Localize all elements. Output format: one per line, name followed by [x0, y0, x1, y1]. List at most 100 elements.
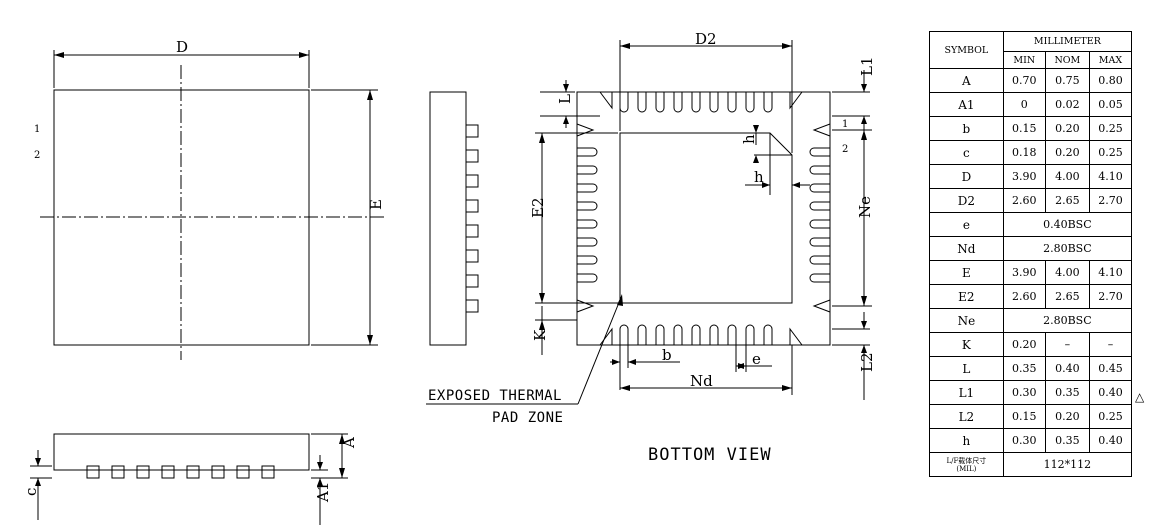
side-view-leads — [465, 124, 479, 313]
spec-value-max: 0.25 — [1088, 404, 1133, 429]
spec-value-max: 2.70 — [1088, 188, 1133, 213]
spec-value-min: 2.60 — [1002, 284, 1046, 309]
spec-value-max: – — [1088, 332, 1133, 357]
bottom-dim-d2-label: D2 — [695, 30, 717, 48]
spec-value-nom: 4.00 — [1044, 164, 1090, 189]
spec-lf-label-line2: (MIL) — [956, 464, 977, 473]
revision-mark: △ — [1135, 390, 1145, 404]
spec-value-min: 0.15 — [1002, 116, 1046, 141]
spec-header-row: SYMBOL MILLIMETER — [929, 31, 1133, 69]
spec-symbol: b — [929, 116, 1004, 141]
spec-value-nom: 0.35 — [1044, 428, 1090, 453]
spec-lf-value: 112*112 — [1002, 452, 1133, 477]
bottom-dim-k-label: K — [531, 329, 549, 341]
spec-value-nom: 2.65 — [1044, 284, 1090, 309]
spec-value-max: 0.40 — [1088, 428, 1133, 453]
side-view-horizontal — [30, 433, 348, 525]
spec-value-min: 0.30 — [1002, 428, 1046, 453]
bottom-bottom-leads — [599, 324, 803, 346]
spec-value-max: 0.80 — [1088, 68, 1133, 93]
spec-symbol: D — [929, 164, 1004, 189]
spec-value-nom: – — [1044, 332, 1090, 357]
spec-symbol: L2 — [929, 404, 1004, 429]
spec-value-nom: 0.20 — [1044, 140, 1090, 165]
bottom-right-leads — [809, 123, 831, 313]
spec-value-nom: 0.75 — [1044, 68, 1090, 93]
spec-value-max: 0.25 — [1088, 140, 1133, 165]
spec-value-min: 0.15 — [1002, 404, 1046, 429]
spec-value-min: 0.20 — [1002, 332, 1046, 357]
side-view-body — [429, 91, 467, 346]
spec-value-nom: 0.35 — [1044, 380, 1090, 405]
spec-symbol: D2 — [929, 188, 1004, 213]
spec-value-bsc: 2.80BSC — [1002, 308, 1133, 333]
spec-value-min: 0.70 — [1002, 68, 1046, 93]
side-view-h-body — [53, 433, 310, 471]
spec-lf-label-line1: L/F载体尺寸 — [946, 456, 987, 465]
side-view-vertical — [429, 91, 479, 346]
spec-value-nom: 0.40 — [1044, 356, 1090, 381]
bottom-dim-ne-label: Ne — [856, 196, 874, 218]
side-dim-a1-label: A1 — [314, 482, 332, 503]
spec-symbol: e — [929, 212, 1004, 237]
spec-col-nom: NOM — [1044, 51, 1090, 69]
thermal-pad-note-line1: EXPOSED THERMAL — [428, 388, 562, 404]
spec-symbol: L1 — [929, 380, 1004, 405]
bottom-dim-h-vertical-label: h — [740, 134, 758, 144]
spec-symbol: A1 — [929, 92, 1004, 117]
spec-value-bsc: 0.40BSC — [1002, 212, 1133, 237]
bottom-dim-e2-label: E2 — [529, 198, 547, 219]
side-dim-a-label: A — [340, 437, 358, 449]
spec-symbol: h — [929, 428, 1004, 453]
top-pin1-label: 1 — [34, 124, 40, 135]
side-dim-c-label: c — [22, 488, 40, 496]
spec-value-min: 0 — [1002, 92, 1046, 117]
spec-value-min: 3.90 — [1002, 164, 1046, 189]
spec-value-min: 3.90 — [1002, 260, 1046, 285]
spec-lf-row: L/F载体尺寸(MIL) 112*112 — [929, 452, 1133, 477]
spec-value-max: 2.70 — [1088, 284, 1133, 309]
top-dim-e-label: E — [367, 199, 385, 210]
bottom-top-leads — [599, 91, 803, 113]
bottom-dim-e-label: e — [752, 350, 761, 368]
spec-symbol: Nd — [929, 236, 1004, 261]
spec-value-nom: 4.00 — [1044, 260, 1090, 285]
top-pin2-label: 2 — [34, 150, 40, 161]
bottom-dim-l-label: L — [556, 94, 574, 104]
spec-col-min: MIN — [1002, 51, 1046, 69]
spec-value-min: 0.35 — [1002, 356, 1046, 381]
bottom-view-title: BOTTOM VIEW — [648, 445, 772, 465]
thermal-pad-note-line2: PAD ZONE — [492, 410, 563, 426]
top-dim-d-label: D — [176, 38, 188, 56]
bottom-dim-h-horizontal-label: h — [754, 168, 764, 186]
spec-lf-label: L/F载体尺寸(MIL) — [929, 452, 1004, 477]
spec-subheader-row: MIN NOM MAX — [930, 51, 1133, 69]
spec-value-bsc: 2.80BSC — [1002, 236, 1133, 261]
bottom-pin2-label: 2 — [842, 144, 848, 155]
spec-value-min: 2.60 — [1002, 188, 1046, 213]
spec-header-unit: MILLIMETER — [1002, 31, 1133, 52]
exposed-pad — [619, 132, 793, 304]
spec-value-max: 0.40 — [1088, 380, 1133, 405]
top-view — [40, 50, 385, 360]
bottom-dim-b-label: b — [662, 346, 672, 364]
spec-symbol: L — [929, 356, 1004, 381]
